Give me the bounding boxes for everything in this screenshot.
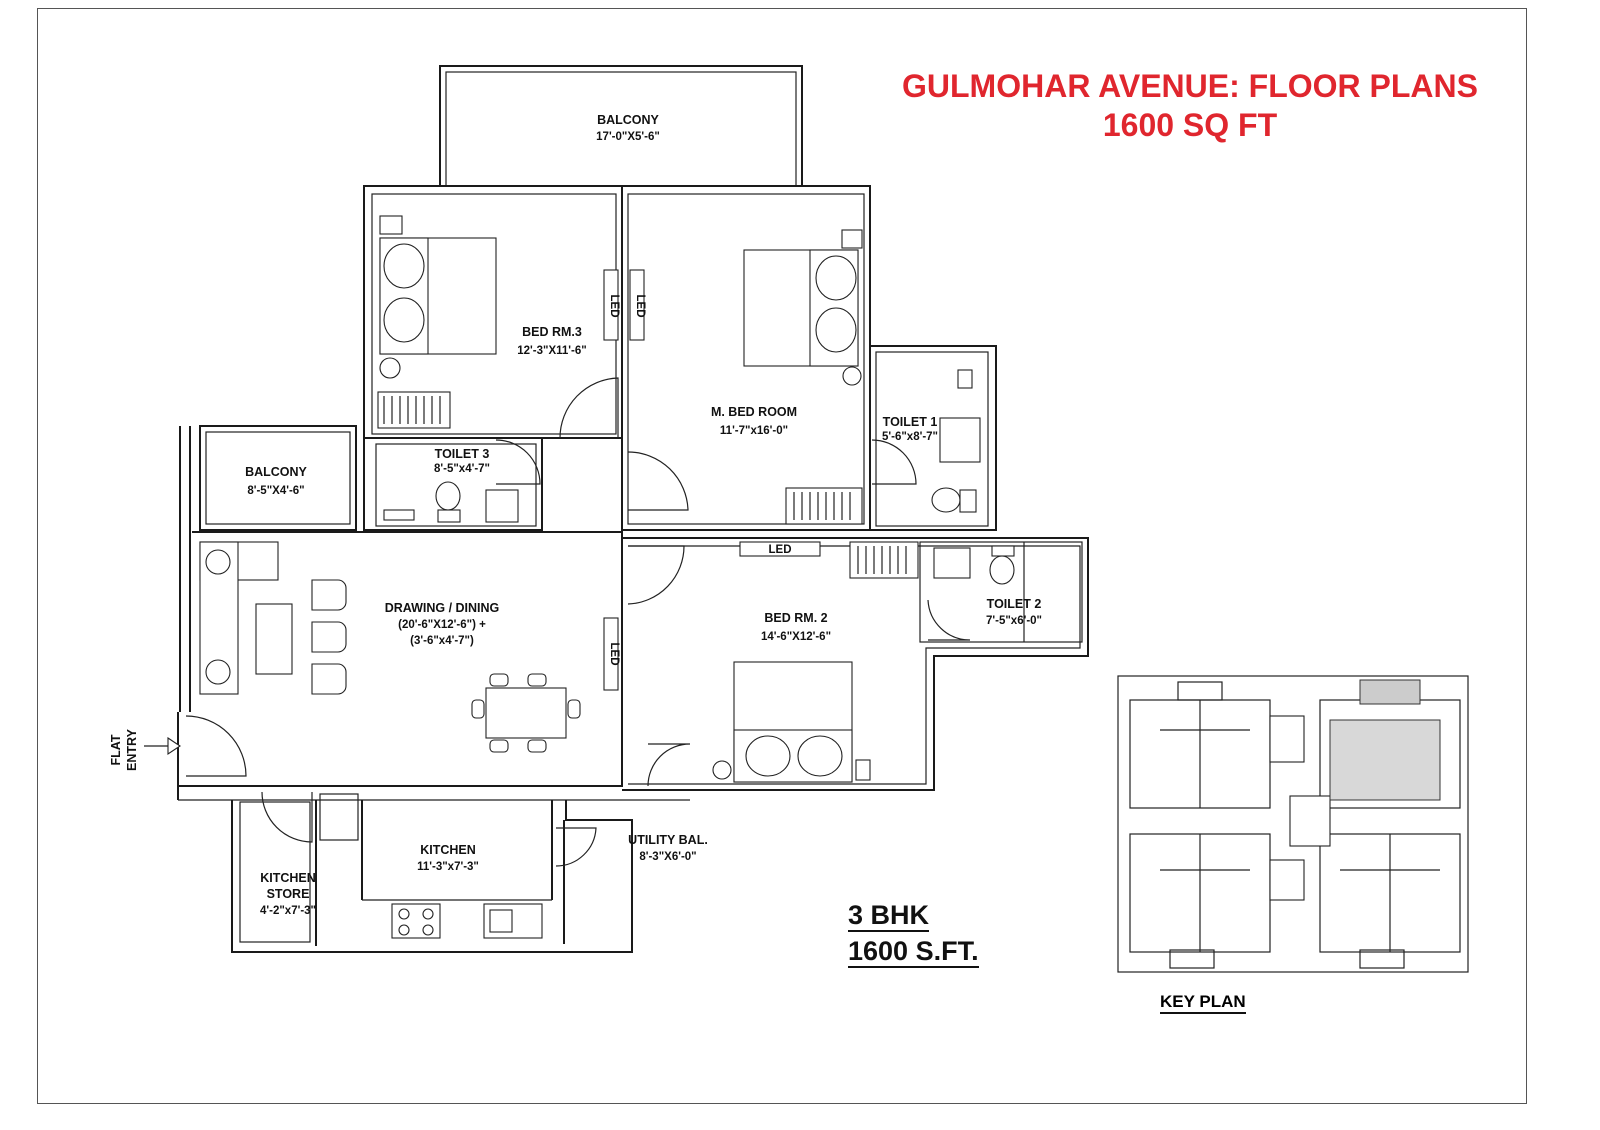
walls — [177, 65, 1089, 953]
store-name2: STORE — [267, 887, 310, 901]
bed3-dims: 12'-3"X11'-6" — [517, 345, 586, 357]
balcony-left-outline — [199, 425, 357, 531]
master-wardrobe — [785, 487, 863, 525]
entry-label-2: ENTRY — [125, 728, 139, 771]
toilet1-dims: 5'-6"x8'-7" — [882, 431, 938, 443]
plan-title: GULMOHAR AVENUE: FLOOR PLANS — [902, 68, 1478, 104]
led-label: LED — [608, 295, 620, 318]
entry-label-1: FLAT — [109, 734, 123, 765]
entry-arrow-icon — [167, 736, 181, 756]
toilet3-outline — [363, 437, 543, 531]
kitchen-name: KITCHEN — [420, 843, 476, 857]
unit-type: 3 BHK — [848, 900, 930, 932]
key-plan — [1117, 675, 1469, 973]
balcony-top-dims: 17'-0"X5'-6" — [596, 131, 660, 143]
bed3-name: BED RM.3 — [522, 325, 582, 339]
drawing-dims-extra: (3'-6"x4'-7") — [410, 635, 474, 647]
plan-subtitle: 1600 SQ FT — [1102, 107, 1278, 143]
coffee-table — [255, 603, 293, 675]
led-label: LED — [634, 295, 646, 318]
drawing-name: DRAWING / DINING — [385, 601, 500, 615]
bed2-dims: 14'-6"X12'-6" — [761, 631, 831, 643]
unit-area: 1600 S.FT. — [848, 936, 979, 968]
master-bed-outline — [621, 185, 871, 531]
store-dims: 4'-2"x7'-3" — [260, 905, 316, 917]
toilet2-dims: 7'-5"x6'-0" — [986, 615, 1042, 627]
led-label: LED — [608, 643, 620, 666]
master-name: M. BED ROOM — [711, 405, 797, 419]
kitchen-dims: 11'-3"x7'-3" — [417, 861, 479, 873]
toilet2-name: TOILET 2 — [987, 597, 1042, 611]
toilet3-dims: 8'-5"x4'-7" — [434, 463, 490, 475]
balcony-left-dims: 8'-5"X4'-6" — [247, 485, 304, 497]
led-label: LED — [769, 544, 792, 556]
drawing-frame — [37, 8, 1527, 1104]
balcony-left-name: BALCONY — [245, 465, 307, 479]
bed2-outline — [622, 537, 1089, 791]
key-plan-label: KEY PLAN — [1160, 992, 1246, 1014]
utility-name: UTILITY BAL. — [628, 833, 708, 847]
furniture — [144, 215, 1015, 939]
bed2-name: BED RM. 2 — [764, 611, 827, 625]
toilet1-outline — [870, 345, 997, 531]
toilet1-name: TOILET 1 — [883, 415, 938, 429]
room-labels: BALCONY 17'-0"X5'-6" BED RM.3 12'-3"X11'… — [109, 113, 1042, 917]
store-name: KITCHEN — [260, 871, 316, 885]
bed2-wardrobe — [849, 541, 919, 579]
cooktop — [391, 903, 441, 939]
master-dims: 11'-7"x16'-0" — [720, 425, 788, 437]
drawing-dims: (20'-6"X12'-6") + — [398, 619, 486, 631]
balcony-top-name: BALCONY — [597, 113, 659, 127]
utility-dims: 8'-3"X6'-0" — [639, 851, 696, 863]
toilet3-name: TOILET 3 — [435, 447, 490, 461]
dining-table — [485, 687, 567, 739]
doors — [185, 377, 971, 867]
bed3-wardrobe — [377, 391, 451, 429]
